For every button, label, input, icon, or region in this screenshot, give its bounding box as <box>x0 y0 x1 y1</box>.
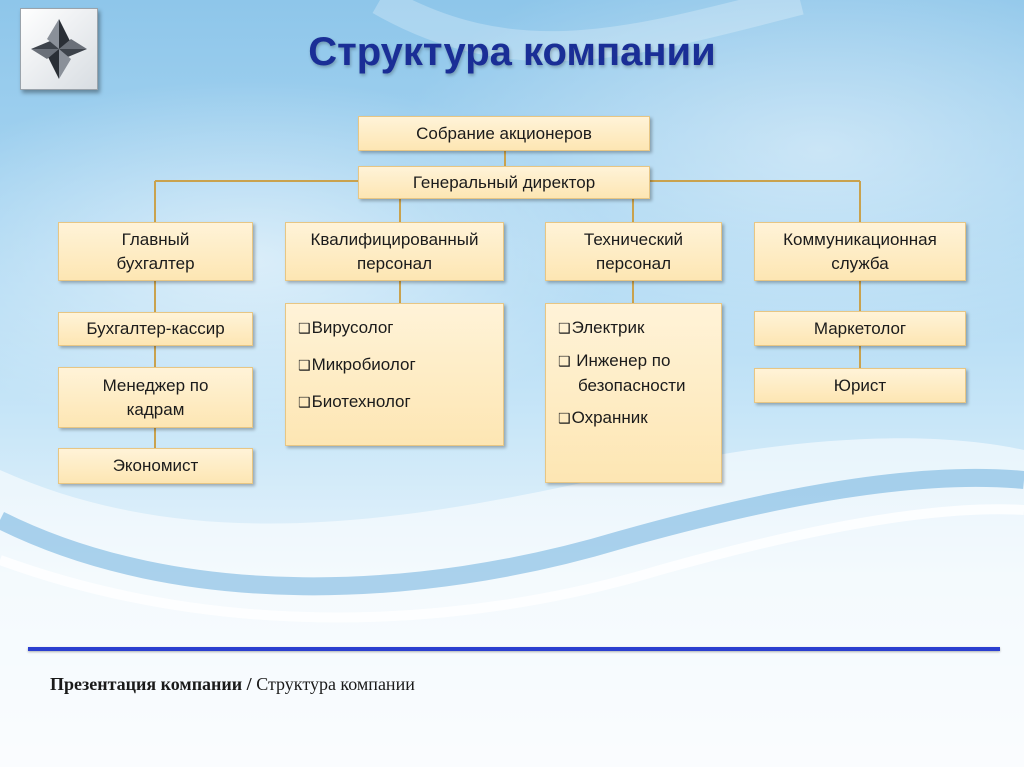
marketer-box: Маркетолог <box>754 311 966 346</box>
lawyer-label: Юрист <box>833 375 887 395</box>
chief-accountant-label: Главный бухгалтер <box>116 229 195 273</box>
cashier-label: Бухгалтер-кассир <box>86 319 225 338</box>
marketer-label: Маркетолог <box>813 318 907 338</box>
footer-section-label: Структура компании <box>251 674 415 694</box>
economist-box: Экономист <box>58 448 253 484</box>
communication-service-box: Коммуникационная служба <box>754 222 966 281</box>
list-item: ❑ Инженер по безопасности <box>558 351 686 395</box>
page-title: Структура компании <box>308 30 716 74</box>
lawyer-box: Юрист <box>754 368 966 403</box>
shareholders-label: Собрание акционеров <box>416 123 592 143</box>
star-logo-icon <box>31 19 87 79</box>
list-item: ❑Вирусолог <box>298 318 394 337</box>
technical-staff-box: Технический персонал <box>545 222 722 281</box>
checkbox-bullet-icon: ❑ <box>298 321 311 337</box>
communication-service-label: Коммуникационная служба <box>783 229 937 273</box>
ceo-label: Генеральный директор <box>412 172 596 192</box>
footer-divider <box>28 647 1000 651</box>
list-item: ❑Биотехнолог <box>298 392 411 411</box>
qualified-staff-list: ❑Вирусолог ❑Микробиолог ❑Биотехнолог <box>285 303 504 446</box>
footer-presentation-label: Презентация компании / <box>50 674 252 694</box>
technical-staff-label: Технический персонал <box>583 229 684 273</box>
ceo-box: Генеральный директор <box>358 166 650 199</box>
hr-manager-label: Менеджер по кадрам <box>102 375 209 419</box>
qualified-staff-label: Квалифицированный персонал <box>310 229 479 273</box>
checkbox-bullet-icon: ❑ <box>558 354 571 370</box>
checkbox-bullet-icon: ❑ <box>298 358 311 374</box>
list-item: ❑Электрик <box>558 318 645 337</box>
shareholders-box: Собрание акционеров <box>358 116 650 151</box>
economist-label: Экономист <box>112 456 199 475</box>
cashier-box: Бухгалтер-кассир <box>58 312 253 346</box>
footer-breadcrumb: Презентация компании / Структура компани… <box>50 674 415 695</box>
checkbox-bullet-icon: ❑ <box>558 411 571 427</box>
qualified-staff-box: Квалифицированный персонал <box>285 222 504 281</box>
hr-manager-box: Менеджер по кадрам <box>58 367 253 428</box>
company-logo <box>20 8 98 90</box>
list-item: ❑Охранник <box>558 408 648 427</box>
checkbox-bullet-icon: ❑ <box>298 395 311 411</box>
list-item: ❑Микробиолог <box>298 355 416 374</box>
chief-accountant-box: Главный бухгалтер <box>58 222 253 281</box>
checkbox-bullet-icon: ❑ <box>558 321 571 337</box>
technical-staff-list: ❑Электрик ❑ Инженер по безопасности ❑Охр… <box>545 303 722 483</box>
